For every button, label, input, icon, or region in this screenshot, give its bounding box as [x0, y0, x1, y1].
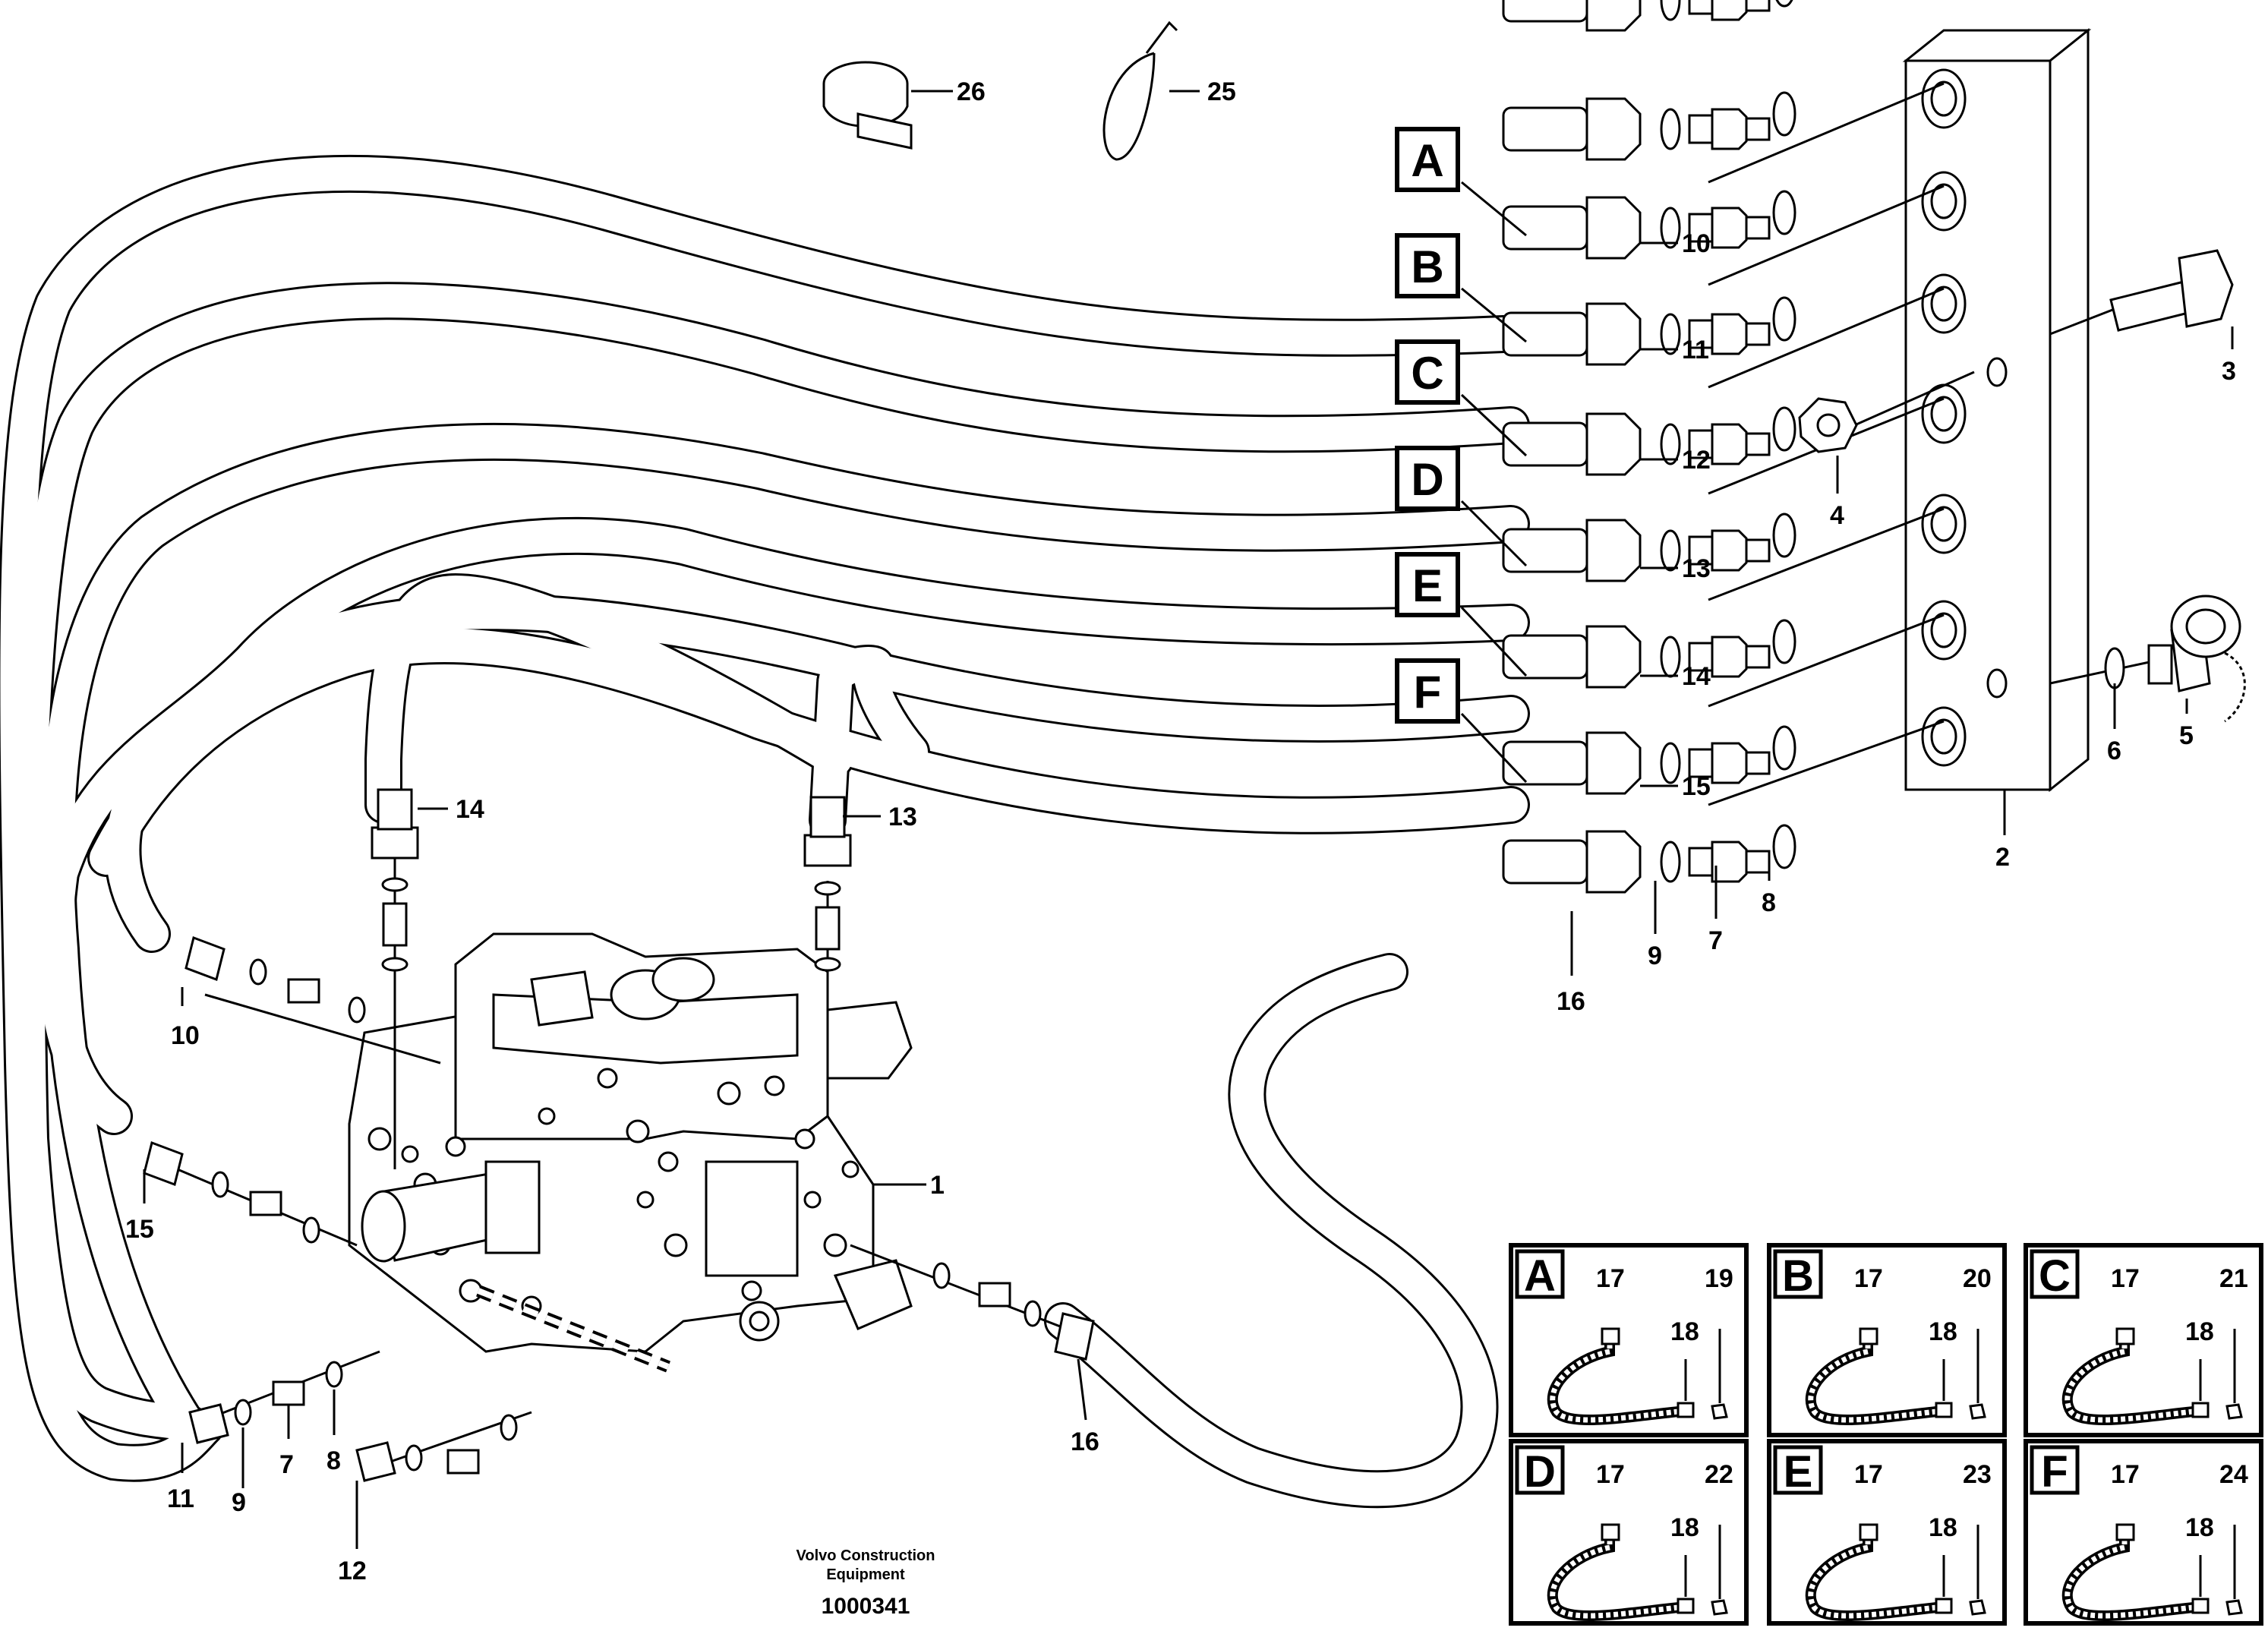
panel-d-letter: D [1524, 1447, 1556, 1497]
callout-7: 7 [1708, 926, 1723, 955]
callout-10: 10 [1682, 229, 1711, 258]
company-name-line2: Equipment [826, 1566, 905, 1583]
callout-left-16: 16 [1071, 1427, 1099, 1456]
callout-25: 25 [1207, 77, 1236, 106]
callout-left-12: 12 [338, 1557, 367, 1585]
panel-c-letter: C [2039, 1251, 2071, 1301]
leader-lines [143, 90, 2234, 1549]
callout-6: 6 [2107, 737, 2121, 765]
manifold-ports [1921, 68, 2008, 767]
panel-e-17: 17 [1854, 1460, 1883, 1489]
callout-numbers: 26 25 10 11 12 13 14 15 3 4 5 6 2 8 7 9 … [125, 77, 2236, 1585]
callout-14: 14 [1682, 662, 1711, 691]
callout-12: 12 [1682, 446, 1711, 475]
callout-9: 9 [1648, 942, 1662, 970]
panel-b-17: 17 [1854, 1264, 1883, 1293]
panel-c-code: 21 [2219, 1264, 2248, 1293]
letter-a: A [1411, 135, 1443, 186]
panel-d-18: 18 [1670, 1513, 1699, 1542]
panel-b-18: 18 [1929, 1317, 1957, 1346]
callout-left-14: 14 [456, 795, 484, 824]
valve-fittings [143, 788, 1095, 1482]
manifold-block [1902, 27, 2092, 793]
panel-f-letter: F [2041, 1447, 2068, 1497]
company-name-line1: Volvo Construction [796, 1547, 935, 1564]
nut-4 [1798, 371, 1975, 453]
panel-b-letter: B [1782, 1251, 1814, 1301]
detail-panel-f: F 17 18 24 [2024, 1439, 2263, 1626]
panel-a-letter: A [1524, 1251, 1556, 1301]
panel-f-18: 18 [2185, 1513, 2214, 1542]
callout-15: 15 [1682, 772, 1711, 801]
detail-panel-c: C 17 18 21 [2024, 1243, 2263, 1437]
control-valve [348, 932, 913, 1373]
panel-e-code: 23 [1963, 1460, 1992, 1489]
callout-left-11: 11 [167, 1484, 194, 1513]
panel-a-18: 18 [1670, 1317, 1699, 1346]
callout-left-13: 13 [888, 803, 917, 831]
panel-c-18: 18 [2185, 1317, 2214, 1346]
panel-a-code: 19 [1705, 1264, 1733, 1293]
panel-c-17: 17 [2111, 1264, 2140, 1293]
panel-f-17: 17 [2111, 1460, 2140, 1489]
cable-tie-25 [1102, 21, 1178, 161]
callout-left-15: 15 [125, 1215, 154, 1244]
panel-e-letter: E [1784, 1447, 1813, 1497]
callout-4: 4 [1830, 501, 1844, 530]
callout-2: 2 [1995, 843, 2010, 872]
letter-d: D [1411, 454, 1443, 505]
callout-left-7: 7 [279, 1450, 294, 1479]
callout-26: 26 [957, 77, 986, 106]
panel-b-code: 20 [1963, 1264, 1992, 1293]
panel-d-17: 17 [1596, 1460, 1625, 1489]
letter-c: C [1411, 348, 1443, 399]
hose-clamp-26 [822, 61, 913, 150]
fitting-stacks [1502, 0, 1945, 894]
callout-3: 3 [2222, 357, 2236, 386]
callout-left-10: 10 [171, 1021, 200, 1050]
drawing-number: 1000341 [822, 1594, 910, 1619]
hose-letters: A B C D E F [1411, 135, 1443, 718]
detail-panel-d: D 17 18 22 [1509, 1439, 1749, 1626]
callout-13: 13 [1682, 554, 1711, 583]
callout-8: 8 [1762, 888, 1776, 917]
callout-left-8: 8 [326, 1446, 341, 1475]
letter-f: F [1414, 667, 1442, 718]
callout-16: 16 [1557, 987, 1585, 1016]
callout-1: 1 [930, 1171, 945, 1200]
panel-a-17: 17 [1596, 1264, 1625, 1293]
panel-e-18: 18 [1929, 1513, 1957, 1542]
letter-b: B [1411, 241, 1443, 292]
hose-letter-boxes [1395, 127, 1460, 724]
detail-panel-a: A 17 18 19 [1509, 1243, 1749, 1437]
hoses [0, 174, 1530, 1489]
callout-left-9: 9 [232, 1488, 246, 1517]
detail-panel-e: E 17 18 23 [1767, 1439, 2007, 1626]
detail-panel-b: B 17 18 20 [1767, 1243, 2007, 1437]
letter-e: E [1412, 560, 1443, 611]
bolt-3 [2049, 249, 2234, 336]
callout-5: 5 [2179, 721, 2194, 750]
footer: Volvo Construction Equipment 1000341 [796, 1547, 935, 1619]
panel-d-code: 22 [1705, 1460, 1733, 1489]
callout-11: 11 [1682, 336, 1709, 364]
coupling-5 [2049, 595, 2246, 723]
panel-f-code: 24 [2219, 1460, 2248, 1489]
